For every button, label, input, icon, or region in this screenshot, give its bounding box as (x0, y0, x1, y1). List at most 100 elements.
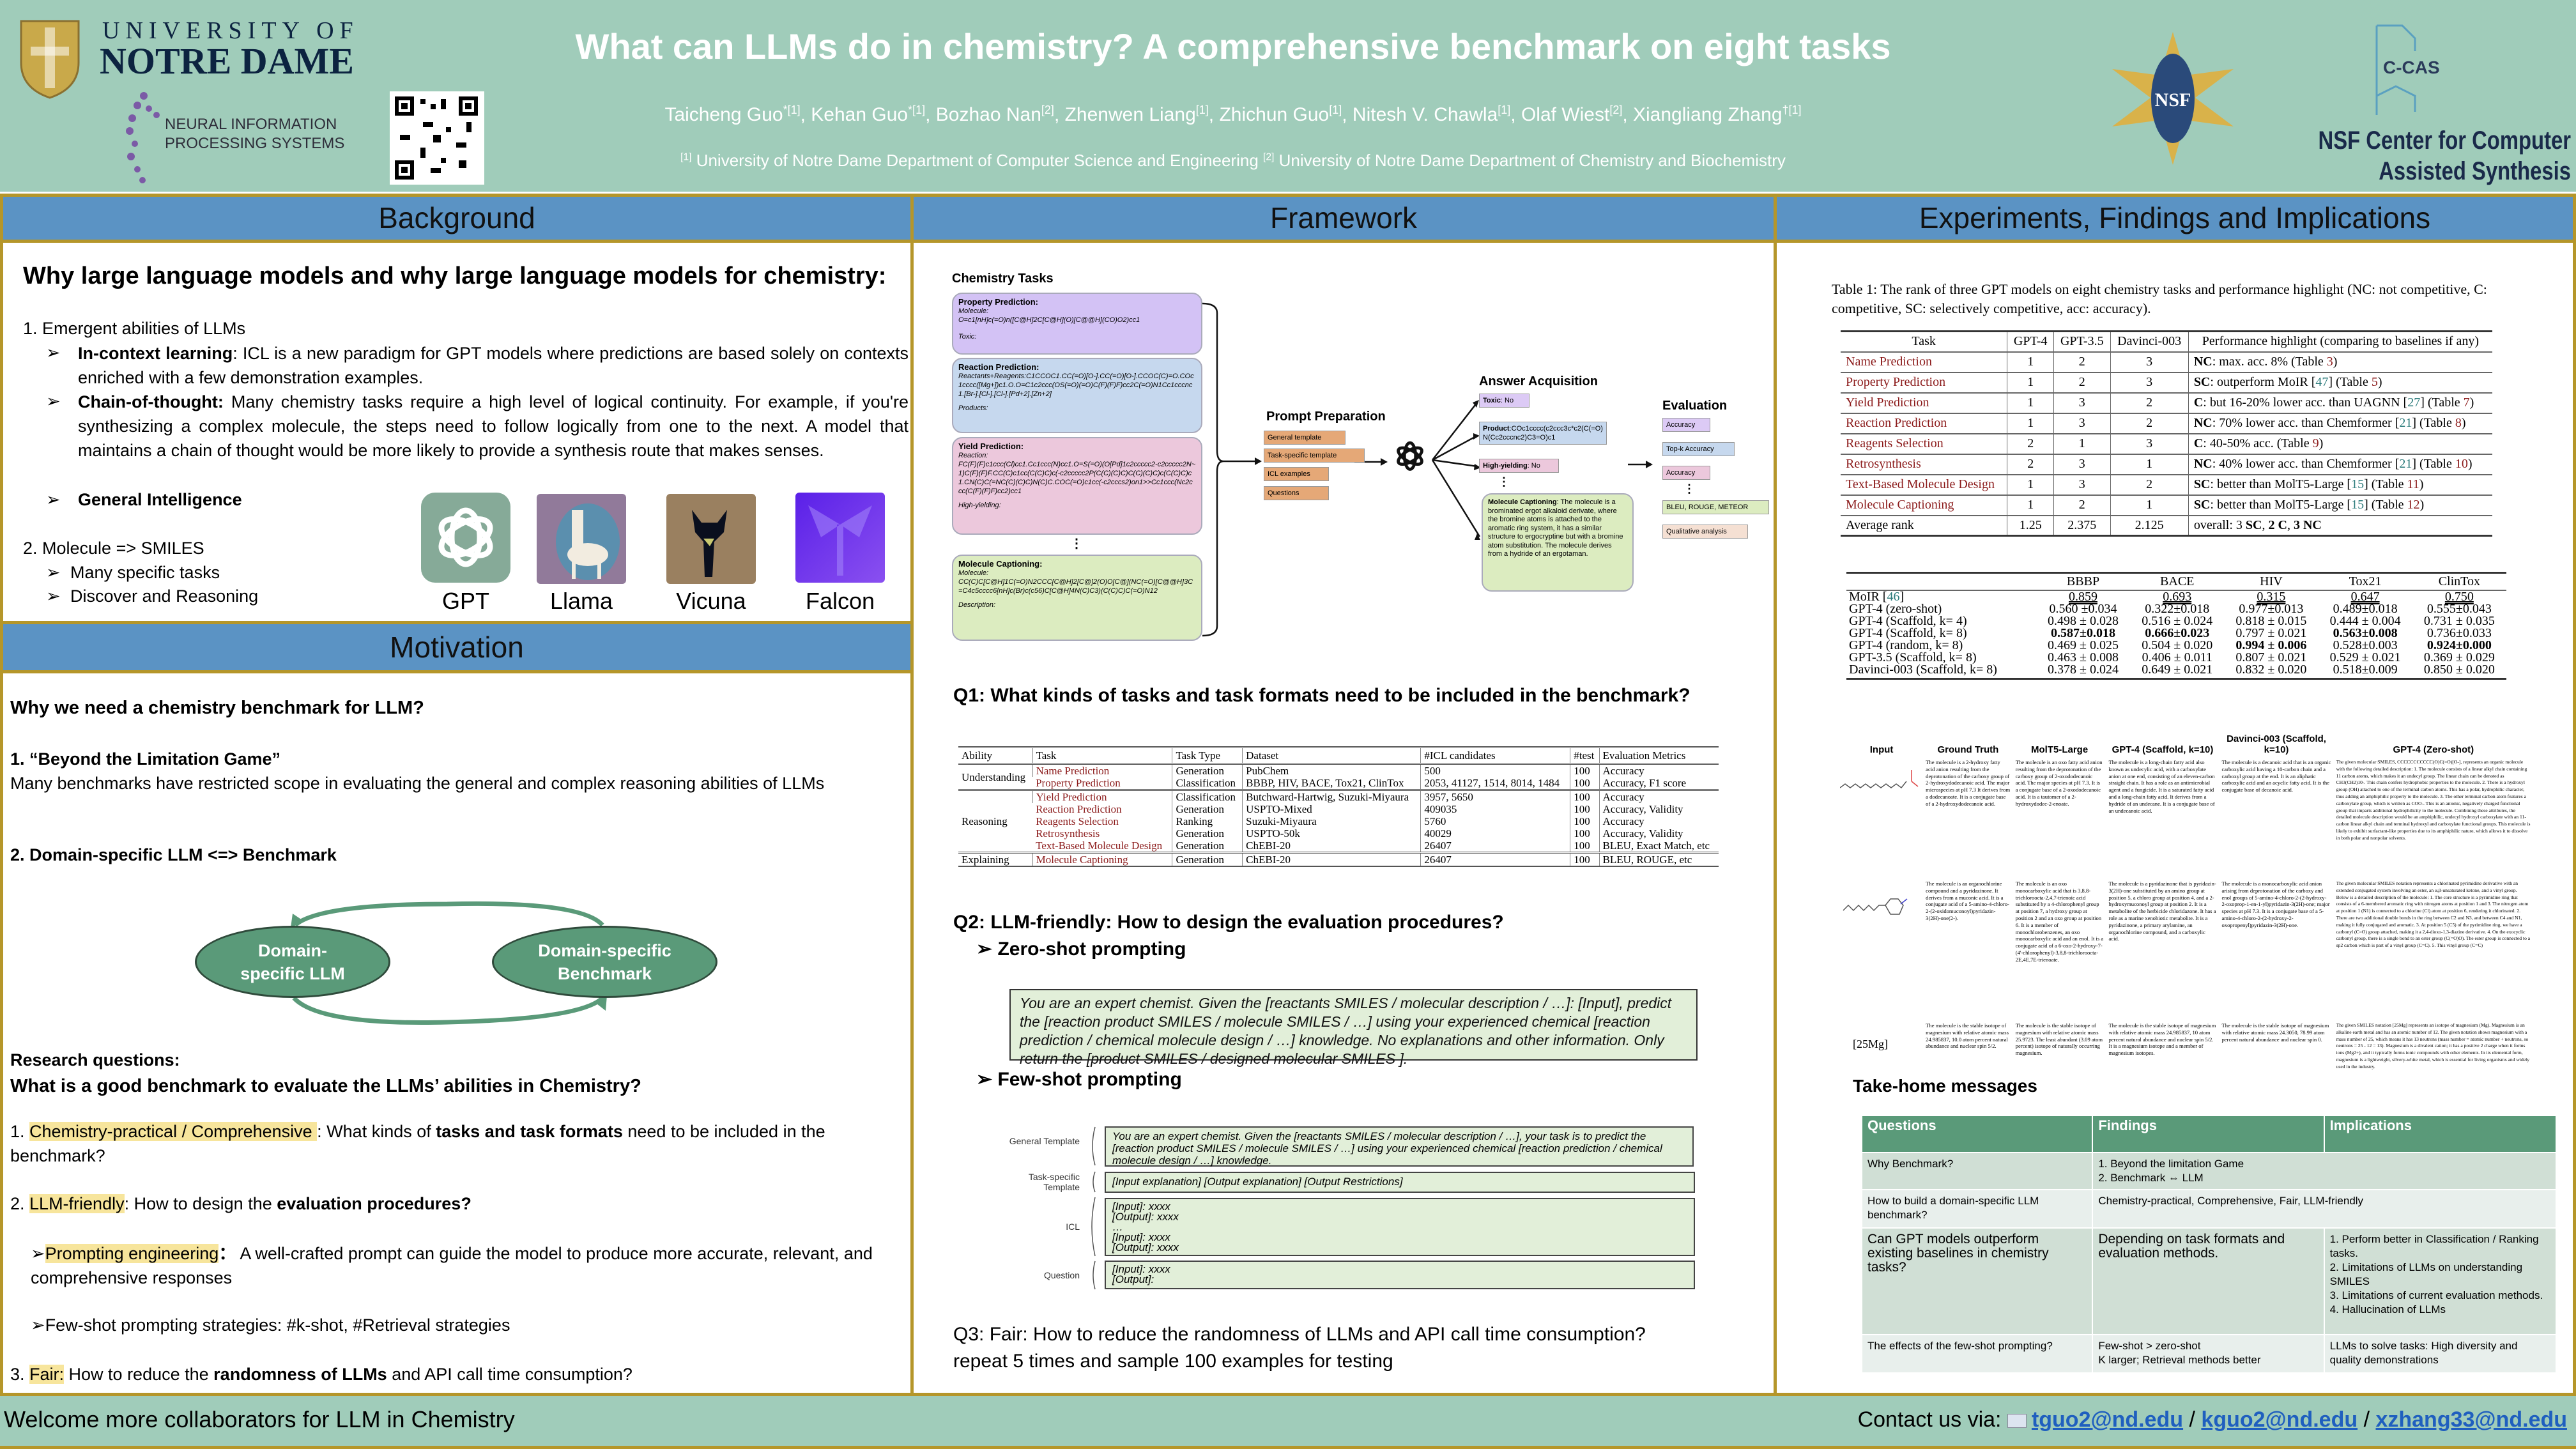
highlight-cell: NC: max. acc. 8% (Table 3) (2188, 351, 2492, 372)
implication-line: LLMs to solve tasks: High diversity and … (2329, 1340, 2518, 1366)
citation-ref: 21 (2399, 457, 2412, 471)
table-row: The effects of the few-shot prompting?Fe… (1860, 1334, 2557, 1374)
email-link-tguo2[interactable]: tguo2@nd.edu (2031, 1407, 2184, 1432)
column-header: ClinTox (2412, 572, 2506, 591)
notre-dame-logo-line2: NOTRE DAME (100, 40, 354, 82)
fs-label-task-specific: Task-specific Template (1028, 1172, 1080, 1192)
column-header: MolT5-Large (2031, 744, 2089, 755)
card-line: Reactants+Reagents:C1CCOC1.CC(=O)[O-].CC… (958, 372, 1194, 398)
highlight-cell: NC: 70% lower acc. than Chemformer [21] … (2188, 412, 2492, 434)
rank-cell: 2 (2110, 412, 2189, 434)
author-list: Taicheng Guo*[1], Kehan Guo*[1], Bozhao … (447, 103, 2019, 126)
more-answers-dots: ⋮ (1498, 475, 1510, 488)
score-value: 0.498 ± 0.028 (2048, 614, 2119, 628)
table-cell: BLEU, Exact Match, etc (1598, 839, 1719, 853)
highlight-text: ] (Table (2420, 395, 2464, 410)
score-value: 0.504 ± 0.020 (2142, 638, 2213, 652)
zero-shot-prompt-box: You are an expert chemist. Given the [re… (1009, 989, 1698, 1067)
table1-caption: Table 1: The rank of three GPT models on… (1832, 281, 2487, 316)
caption-cell: The molecule is the stable isotope of ma… (2108, 1022, 2216, 1057)
finding-line: K larger; Retrieval methods better (2098, 1354, 2261, 1366)
caption-cell: The molecule is an oxo fatty acid anion … (2015, 759, 2103, 807)
ccas-line1: NSF Center for Computer (2318, 126, 2571, 155)
citation-ref: 47 (2315, 375, 2329, 389)
email-link-kguo2[interactable]: kguo2@nd.edu (2201, 1407, 2358, 1432)
column-header: Ground Truth (1937, 744, 1999, 755)
table-cell: USPTO-50k (1242, 827, 1421, 839)
score-value: 0.406 ± 0.011 (2142, 650, 2212, 664)
question-cell: Can GPT models outperform existing basel… (1860, 1227, 2094, 1335)
affil1-marker: [1] (680, 151, 692, 163)
answer-acquisition-title: Answer Acquisition (1479, 374, 1598, 388)
score-cell: 0.322±0.018 (2130, 602, 2224, 615)
column-header: GPT-3.5 (2053, 330, 2111, 352)
score-cell: 0.859 (2036, 590, 2130, 603)
rank-cell: 3 (2110, 371, 2189, 393)
table-row: Davinci-003 (Scaffold, k= 8)0.378 ± 0.02… (1846, 663, 2506, 680)
answer-key: Toxic (1483, 397, 1501, 404)
task-name-cell: Molecule Captioning (1841, 494, 2007, 516)
score-value: 0.977±0.013 (2239, 602, 2304, 616)
score-cell: 0.850 ± 0.020 (2412, 663, 2506, 680)
arrow-bullet-icon: ➢ (46, 343, 61, 362)
column-header: Ability (958, 746, 1033, 765)
model-label-falcon: Falcon (805, 588, 875, 614)
rank-cell: 3 (2053, 473, 2111, 495)
rank-cell: 2 (2053, 351, 2111, 372)
task-name-cell: Reagents Selection (1841, 433, 2007, 454)
contact-info: Contact us via: tguo2@nd.edu / kguo2@nd.… (1858, 1407, 2567, 1432)
ability-cell: Reasoning (958, 789, 1033, 853)
more-tasks-dots: ⋮ (1070, 537, 1083, 551)
caption-cell: The molecule is a decanoic acid that is … (2221, 759, 2331, 793)
score-value: 0.560 ±0.034 (2049, 602, 2117, 616)
score-cell: 0.693 (2130, 590, 2224, 603)
emergent-abilities-item: 1. Emergent abilities of LLMs (23, 319, 246, 338)
citation-ref: 46 (1887, 590, 1900, 604)
card-line: FC(F)(F)c1ccc(Cl)cc1.Cc1ccc(N)cc1.O=S(=O… (958, 461, 1196, 495)
domain-specific-benchmark-node: Domain-specific Benchmark (492, 926, 717, 998)
answer-value: : The molecule is a brominated ergot alk… (1488, 498, 1623, 558)
fs-question-box: [Input]: xxxx[Output]: (1105, 1261, 1695, 1289)
score-cell: 0.555±0.043 (2412, 602, 2506, 615)
table-ref: 5 (2371, 375, 2378, 389)
task-name-cell: Yield Prediction (1032, 789, 1172, 803)
rank-cell: 2 (2110, 473, 2189, 495)
qr-code[interactable] (390, 91, 484, 185)
task-name-cell: Yield Prediction (1841, 392, 2007, 413)
caption-cell: The molecule is the stable isotope of ma… (2221, 1022, 2329, 1043)
implication-line: 4. Hallucination of LLMs (2329, 1303, 2446, 1315)
author-affil-marker: [1] (1498, 103, 1511, 116)
competitiveness-tag: SC (2193, 477, 2211, 491)
table-row: The molecule is an organochlorine compou… (1840, 880, 2533, 1022)
score-value: 0.518±0.009 (2333, 663, 2398, 677)
highlight-cell: NC: 40% lower acc. than Chemformer [21] … (2188, 453, 2492, 475)
email-link-xzhang33[interactable]: xzhang33@nd.edu (2375, 1407, 2567, 1432)
rq3-number: 3. (10, 1365, 30, 1384)
table-cell: 3957, 5650 (1420, 789, 1570, 803)
score-cell: 0.560 ±0.034 (2036, 602, 2130, 616)
score-cell: 0.832 ± 0.020 (2224, 663, 2319, 680)
rank-cell: 1.25 (2007, 514, 2054, 537)
finding-line: Few-shot > zero-shot (2098, 1340, 2201, 1352)
column-header (1846, 572, 2036, 591)
rank-cell: 3 (2110, 433, 2189, 454)
table-cell: 2053, 41127, 1514, 8014, 1484 (1420, 777, 1570, 790)
score-cell: 0.469 ± 0.025 (2036, 639, 2130, 652)
finding-cell: Chemistry-practical, Comprehensive, Fair… (2092, 1189, 2557, 1229)
caption-cell: The molecule is a pyridazinone that is p… (2108, 880, 2216, 942)
research-question-main: What is a good benchmark to evaluate the… (10, 1076, 641, 1096)
score-value: 0.528±0.003 (2333, 638, 2398, 652)
finding-line: Depending on task formats and evaluation… (2098, 1232, 2285, 1261)
section-header-motivation: Motivation (0, 621, 914, 673)
rank-cell: 2 (2007, 433, 2054, 454)
highlight-text: : but 16-20% lower acc. than UAGNN [ (2203, 395, 2408, 410)
caption-cell: The molecule is the stable isotope of ma… (1926, 1022, 2009, 1050)
model-label-llama: Llama (549, 588, 613, 614)
highlight-text: : 40-50% acc. (Table (2203, 436, 2313, 450)
